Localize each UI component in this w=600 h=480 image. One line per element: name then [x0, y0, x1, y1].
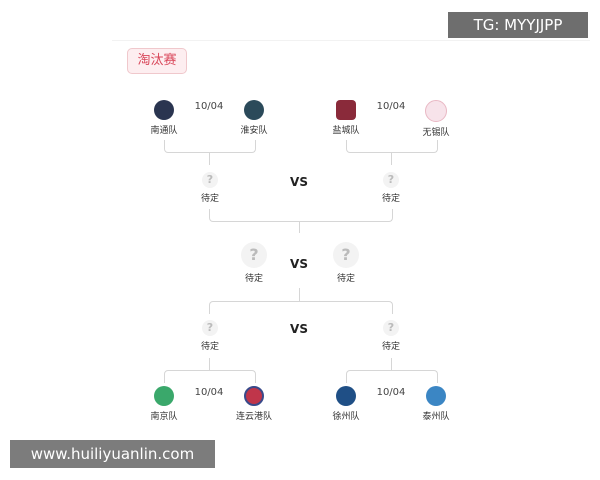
- vs-label: VS: [290, 175, 308, 189]
- team-name: 南京队: [150, 412, 178, 422]
- team-logo-icon: [244, 386, 264, 406]
- bracket-line: [209, 209, 393, 222]
- match-date: 10/04: [376, 101, 406, 112]
- team-taizhou[interactable]: 泰州队: [401, 386, 471, 422]
- watermark-top: TG: MYYJJPP: [448, 12, 588, 38]
- question-icon: ?: [333, 242, 359, 268]
- question-icon: ?: [383, 320, 399, 336]
- semifinal-slot: ? 待定: [185, 320, 235, 352]
- final-slot: ? 待定: [229, 242, 279, 284]
- bracket-line: [391, 153, 392, 165]
- team-logo-icon: [154, 100, 174, 120]
- team-nantong[interactable]: 南通队: [129, 100, 199, 136]
- bracket-line: [209, 358, 210, 370]
- bracket-line: [299, 222, 300, 233]
- watermark-bottom: www.huiliyuanlin.com: [10, 440, 215, 468]
- tbd-label: 待定: [381, 342, 400, 352]
- team-logo-icon: [154, 386, 174, 406]
- semifinal-slot: ? 待定: [366, 172, 416, 204]
- bracket-line: [164, 140, 256, 153]
- team-lianyungang[interactable]: 连云港队: [219, 386, 289, 422]
- bracket-line: [391, 358, 392, 370]
- question-icon: ?: [241, 242, 267, 268]
- divider: [112, 40, 590, 41]
- vs-label: VS: [290, 257, 308, 271]
- team-logo-icon: [425, 100, 447, 122]
- tbd-label: 待定: [244, 274, 263, 284]
- tbd-label: 待定: [200, 194, 219, 204]
- match-date: 10/04: [376, 387, 406, 398]
- bracket-line: [164, 370, 256, 383]
- semifinal-slot: ? 待定: [366, 320, 416, 352]
- match-date: 10/04: [194, 101, 224, 112]
- tbd-label: 待定: [381, 194, 400, 204]
- team-name: 连云港队: [235, 412, 272, 422]
- team-wuxi[interactable]: 无锡队: [401, 100, 471, 138]
- question-icon: ?: [202, 320, 218, 336]
- team-name: 徐州队: [332, 412, 360, 422]
- bracket-line: [209, 301, 393, 314]
- question-icon: ?: [383, 172, 399, 188]
- match-date: 10/04: [194, 387, 224, 398]
- team-logo-icon: [244, 100, 264, 120]
- team-logo-icon: [336, 386, 356, 406]
- team-logo-icon: [426, 386, 446, 406]
- team-name: 南通队: [150, 126, 178, 136]
- knockout-tag: 淘汰赛: [127, 48, 187, 74]
- team-name: 泰州队: [422, 412, 450, 422]
- team-huaian[interactable]: 淮安队: [219, 100, 289, 136]
- tbd-label: 待定: [336, 274, 355, 284]
- semifinal-slot: ? 待定: [185, 172, 235, 204]
- bracket-line: [299, 288, 300, 301]
- final-slot: ? 待定: [321, 242, 371, 284]
- team-name: 无锡队: [422, 128, 450, 138]
- team-name: 淮安队: [240, 126, 268, 136]
- vs-label: VS: [290, 322, 308, 336]
- tbd-label: 待定: [200, 342, 219, 352]
- bracket-line: [346, 140, 438, 153]
- team-yancheng[interactable]: 盐城队: [311, 100, 381, 136]
- team-logo-icon: [336, 100, 356, 120]
- team-nanjing[interactable]: 南京队: [129, 386, 199, 422]
- question-icon: ?: [202, 172, 218, 188]
- bracket-line: [346, 370, 438, 383]
- team-xuzhou[interactable]: 徐州队: [311, 386, 381, 422]
- team-name: 盐城队: [332, 126, 360, 136]
- bracket-line: [209, 153, 210, 165]
